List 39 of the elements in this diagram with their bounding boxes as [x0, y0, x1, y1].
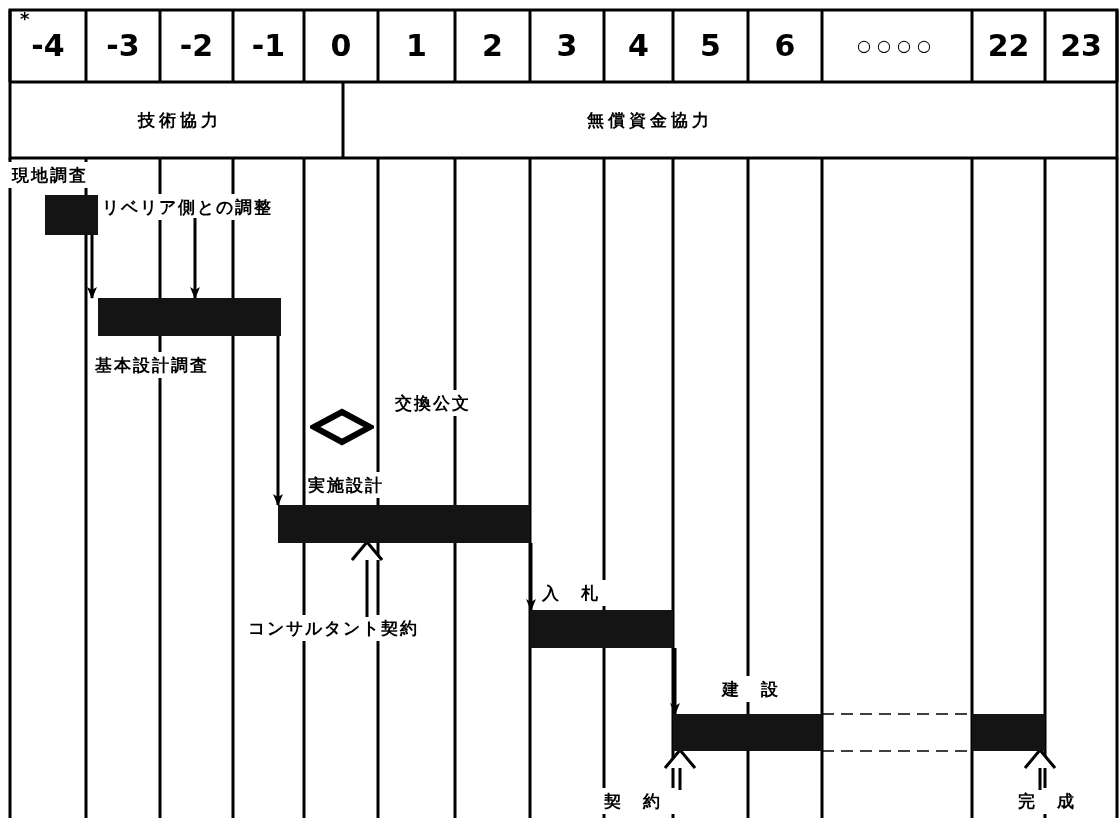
year-number: 6	[773, 28, 797, 64]
bar-caption: 基本設計調査	[95, 354, 209, 376]
diamond-symbol	[310, 408, 374, 446]
bar-caption: 建設	[722, 678, 800, 700]
year-number: 23	[1059, 28, 1103, 64]
event-label: コンサルタント契約	[248, 617, 419, 639]
schedule-bar	[98, 298, 281, 336]
phase-label: 技術協力	[136, 109, 223, 132]
year-number: -2	[178, 28, 215, 64]
event-label: 完成	[1018, 790, 1096, 812]
schedule-bar	[673, 714, 822, 751]
bar-caption: 実施設計	[308, 474, 384, 496]
footnote-mark: *	[20, 10, 30, 28]
event-label: リベリア側との調整	[102, 196, 273, 218]
phase-label: 無償資金協力	[586, 109, 714, 132]
year-number: 4	[627, 28, 650, 64]
arrow	[273, 336, 283, 506]
schedule-bar	[278, 505, 530, 543]
bar-caption: 入札	[542, 582, 620, 604]
year-number: 1	[405, 28, 428, 64]
bar-caption: 交換公文	[395, 392, 471, 414]
year-number: 2	[481, 28, 504, 64]
year-number: -1	[250, 28, 287, 64]
schedule-bar	[972, 714, 1045, 751]
schedule-bar	[530, 610, 673, 648]
schedule-bar	[45, 195, 98, 235]
arrow	[526, 543, 536, 611]
year-number: 5	[699, 28, 722, 64]
event-label: 契約	[604, 790, 682, 812]
year-number: 0	[329, 28, 353, 64]
year-number: -3	[105, 28, 141, 64]
year-number: -4	[30, 28, 66, 64]
year-number: ○○○○	[856, 35, 938, 57]
bar-caption: 現地調査	[12, 164, 88, 186]
arrow	[87, 235, 97, 299]
arrow	[190, 218, 200, 299]
arrow	[670, 648, 680, 715]
year-number: 22	[986, 28, 1031, 64]
year-number: 3	[555, 28, 579, 64]
